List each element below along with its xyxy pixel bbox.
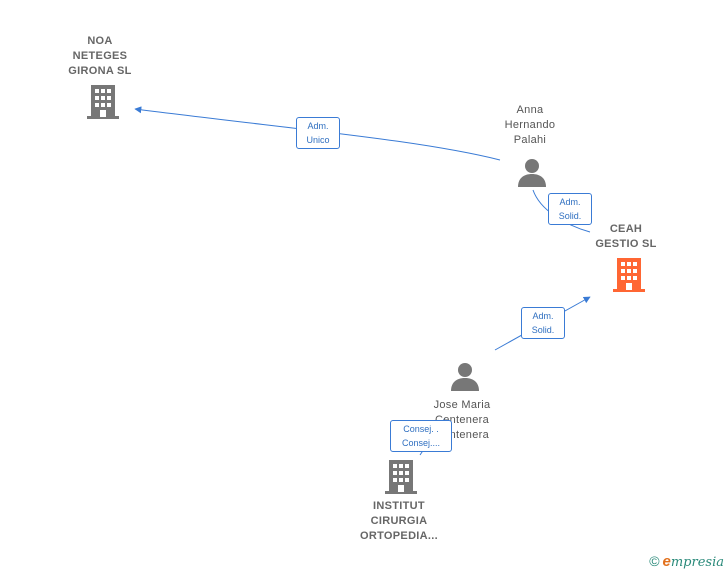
copyright-icon: © <box>649 553 660 569</box>
company-name-institut: INSTITUT CIRURGIA ORTOPEDIA... <box>360 500 438 542</box>
company-node-noa[interactable]: NOA NETEGES GIRONA SL <box>50 34 150 79</box>
brand-name: mpresia <box>670 555 724 570</box>
edge-label-adm-unico[interactable]: Adm. Unico <box>296 117 340 149</box>
company-name-ceah: CEAH GESTIO SL <box>595 223 657 250</box>
building-icon <box>385 460 417 494</box>
edge-anna-noa <box>134 106 501 161</box>
building-icon-highlighted <box>613 258 645 292</box>
person-name-anna: Anna Hernando Palahi <box>504 104 556 146</box>
edge-label-consej[interactable]: Consej. . Consej.... <box>390 420 452 452</box>
person-icon <box>518 159 546 187</box>
person-node-anna[interactable]: Anna Hernando Palahi <box>480 103 580 148</box>
company-name-noa: NOA NETEGES GIRONA SL <box>68 35 132 77</box>
company-node-ceah[interactable]: CEAH GESTIO SL <box>576 222 676 252</box>
brand-initial: e <box>662 553 671 570</box>
person-icon <box>451 363 479 391</box>
empresia-logo[interactable]: ©empresia <box>649 553 724 570</box>
edge-label-adm-solid-jose[interactable]: Adm. Solid. <box>521 307 565 339</box>
edge-label-adm-solid-anna[interactable]: Adm. Solid. <box>548 193 592 225</box>
building-icon <box>87 85 119 119</box>
company-node-institut[interactable]: INSTITUT CIRURGIA ORTOPEDIA... <box>349 499 449 544</box>
